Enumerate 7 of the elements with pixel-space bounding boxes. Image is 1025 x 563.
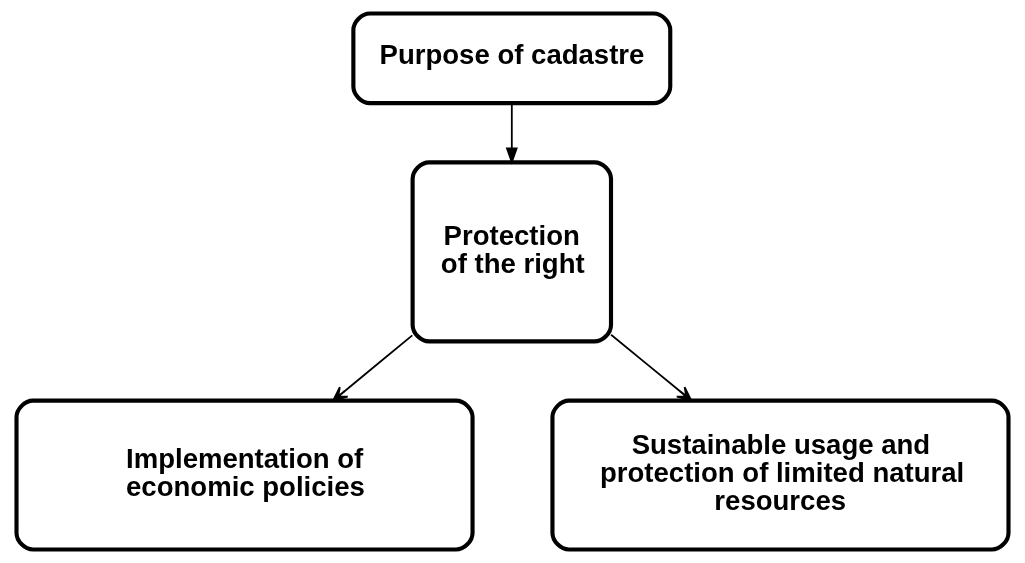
node-box: Protection of the right (410, 160, 614, 344)
node-box: Purpose of cadastre (351, 11, 673, 106)
node-box: Sustainable usage and protection of limited natural resources (550, 398, 1011, 552)
arrow (610, 333, 693, 402)
node-box: Implementation of economic policies (14, 398, 475, 552)
arrow (332, 334, 414, 402)
arrow (505, 102, 518, 165)
